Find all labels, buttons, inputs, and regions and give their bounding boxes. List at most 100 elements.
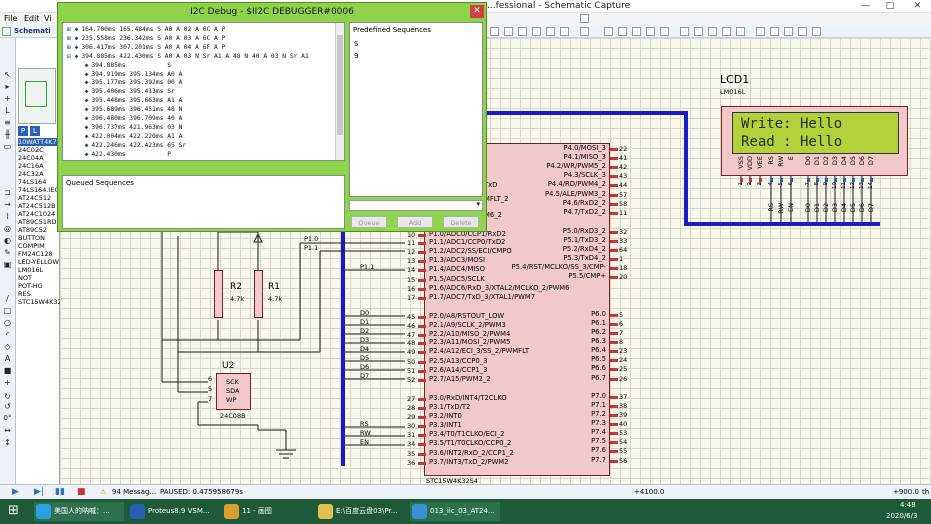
minimize-icon[interactable]: — xyxy=(861,1,871,11)
trace-row[interactable]: ⊞ ◆235.558ms 236.342ms S A0 A 03 A 6C A … xyxy=(67,35,225,42)
taskbar-item[interactable]: 11 - 画图 xyxy=(222,502,312,521)
toolbar-icon[interactable] xyxy=(580,27,589,36)
toolbar-icon[interactable] xyxy=(736,27,745,36)
subcircuit-tool-icon[interactable]: ▭ xyxy=(3,142,12,151)
device-list-item[interactable]: LM016L xyxy=(18,266,44,274)
toolbar-icon[interactable] xyxy=(580,14,589,23)
resistor-r1[interactable] xyxy=(254,270,263,318)
toolbar-icon[interactable] xyxy=(632,27,641,36)
instrument-tool-icon[interactable]: ▣ xyxy=(3,260,12,269)
device-list-item[interactable]: 10WATT4K7 xyxy=(18,138,58,146)
device-list-item[interactable]: AT24C512 xyxy=(18,194,52,202)
trace-row[interactable]: ◆395.406ms 395.413ms Sr xyxy=(67,88,175,95)
trace-row[interactable]: ◆396.480ms 396.709ms 40 A xyxy=(67,115,183,122)
device-list-item[interactable]: 74LS164 xyxy=(18,178,47,186)
rotate-ccw-icon[interactable]: ↺ xyxy=(4,402,11,411)
toolbar-icon[interactable] xyxy=(756,27,765,36)
toolbar-icon[interactable] xyxy=(490,27,499,36)
predefined-item[interactable]: S xyxy=(354,40,359,48)
trace-row[interactable]: ◆395.689ms 396.451ms 48 N xyxy=(67,106,183,113)
device-list-item[interactable]: BUTTON xyxy=(18,234,46,242)
toolbar-icon[interactable] xyxy=(546,27,555,36)
device-list-item[interactable]: AT89C51RD2 xyxy=(18,218,61,226)
trace-row[interactable]: ◆396.737ms 421.963ms 03 N xyxy=(67,124,183,131)
sequence-select[interactable]: ▾ xyxy=(349,200,483,211)
generator-tool-icon[interactable]: ◐ xyxy=(4,236,11,245)
device-list-item[interactable]: STC15W4K32S4 xyxy=(18,298,70,306)
eeprom-24c08b[interactable] xyxy=(216,373,251,410)
trace-row[interactable]: ◆395.448ms 395.663ms A1 A xyxy=(67,97,183,104)
circle-tool-icon[interactable]: ○ xyxy=(4,318,11,327)
select-tool-icon[interactable]: ↖ xyxy=(4,70,11,79)
device-list-item[interactable]: NOT xyxy=(18,274,32,282)
toolbar-icon[interactable] xyxy=(560,27,569,36)
label-tool-icon[interactable]: L xyxy=(5,106,10,115)
taskbar-item[interactable]: Proteus8.9 VSM... xyxy=(128,502,218,521)
toolbar-icon[interactable] xyxy=(618,27,627,36)
symbol-tool-icon[interactable]: ■ xyxy=(3,366,12,375)
messages-count[interactable]: 94 Messag... xyxy=(112,488,157,496)
arc-tool-icon[interactable]: ◜ xyxy=(5,330,10,339)
delete-button[interactable]: Delete xyxy=(443,216,479,228)
menu-view[interactable]: Vi xyxy=(44,14,52,23)
path-tool-icon[interactable]: ◇ xyxy=(4,342,11,351)
windows-start-icon[interactable]: ⊞ xyxy=(8,503,19,518)
device-list-item[interactable]: LED-YELLOW xyxy=(18,258,59,266)
toolbar-icon[interactable] xyxy=(784,27,793,36)
device-list-item[interactable]: RES xyxy=(18,290,31,298)
device-list-item[interactable]: 24C02C xyxy=(18,146,44,154)
trace-row[interactable]: ⊞ ◆306.417ms 307.201ms S A0 A 04 A 6F A … xyxy=(67,44,225,51)
maximize-icon[interactable]: □ xyxy=(885,1,895,11)
trace-row[interactable]: ◆422.246ms 422.423ms 65 Sr xyxy=(67,142,187,149)
device-list-item[interactable]: POT-HG xyxy=(18,282,43,290)
bus-tool-icon[interactable]: ╫ xyxy=(5,130,10,139)
toolbar-icon[interactable] xyxy=(504,27,513,36)
predefined-pane[interactable]: Predefined Sequences S 9 xyxy=(349,22,483,197)
scrollbar-thumb[interactable] xyxy=(337,35,343,135)
device-list-item[interactable]: COMPIM xyxy=(18,242,45,250)
add-button[interactable]: Add xyxy=(397,216,433,228)
toolbar-icon[interactable] xyxy=(604,27,613,36)
overview-window[interactable] xyxy=(18,68,56,124)
marker-tool-icon[interactable]: + xyxy=(4,378,11,387)
trace-row[interactable]: ◆394.885ms S xyxy=(67,62,171,69)
probe-tool-icon[interactable]: ✎ xyxy=(4,248,11,257)
resistor-r2[interactable] xyxy=(214,270,223,318)
device-list-item[interactable]: 24C04A xyxy=(18,154,44,162)
trace-row[interactable]: ◆422.004ms 422.220ms A1 A xyxy=(67,133,183,140)
trace-row[interactable]: ◆422.430ms P xyxy=(67,151,171,158)
close-icon[interactable]: ✕ xyxy=(470,5,484,18)
toolbar-icon[interactable] xyxy=(518,27,527,36)
toolbar-icon[interactable] xyxy=(722,27,731,36)
queue-button[interactable]: Queue xyxy=(351,216,387,228)
taskbar-item[interactable]: E:\百度云盘03\Pr... xyxy=(316,502,406,521)
library-button[interactable]: L xyxy=(30,126,40,136)
mirror-x-icon[interactable]: ↔ xyxy=(4,426,11,435)
junction-tool-icon[interactable]: + xyxy=(4,94,11,103)
toolbar-icon[interactable] xyxy=(694,27,703,36)
mirror-y-icon[interactable]: ↕ xyxy=(4,438,11,447)
toolbar-icon[interactable] xyxy=(798,27,807,36)
pause-icon[interactable]: ▮▮ xyxy=(55,487,65,497)
toolbar-icon[interactable] xyxy=(812,27,821,36)
device-list-item[interactable]: AT24C1024 xyxy=(18,210,56,218)
toolbar-icon[interactable] xyxy=(770,27,779,36)
text-draw-tool-icon[interactable]: A xyxy=(4,354,11,363)
pin-tool-icon[interactable]: → xyxy=(4,200,11,209)
device-list-item[interactable]: 24C32A xyxy=(18,170,44,178)
menu-file[interactable]: File xyxy=(4,14,18,23)
stop-icon[interactable]: ■ xyxy=(77,487,86,497)
tape-tool-icon[interactable]: ◎ xyxy=(4,224,11,233)
trace-row[interactable]: ⊟ ◆394.885ms 422.430ms S A0 A 03 N Sr A1… xyxy=(67,53,309,60)
step-icon[interactable]: ▶| xyxy=(34,487,44,497)
line-tool-icon[interactable]: / xyxy=(6,294,9,303)
rotate-cw-icon[interactable]: ↻ xyxy=(4,392,11,401)
device-list-item[interactable]: 24C16A xyxy=(18,162,44,170)
text-tool-icon[interactable]: ≡ xyxy=(4,118,11,127)
mcu-stc15w4k32s4[interactable] xyxy=(424,143,610,476)
queued-pane[interactable]: Queued Sequences xyxy=(62,175,345,229)
predefined-item[interactable]: 9 xyxy=(354,52,359,60)
taskbar-item[interactable]: 013_iic_03_AT24... xyxy=(410,502,500,521)
component-tool-icon[interactable]: ▸ xyxy=(5,82,10,91)
play-icon[interactable]: ▶ xyxy=(12,487,19,497)
